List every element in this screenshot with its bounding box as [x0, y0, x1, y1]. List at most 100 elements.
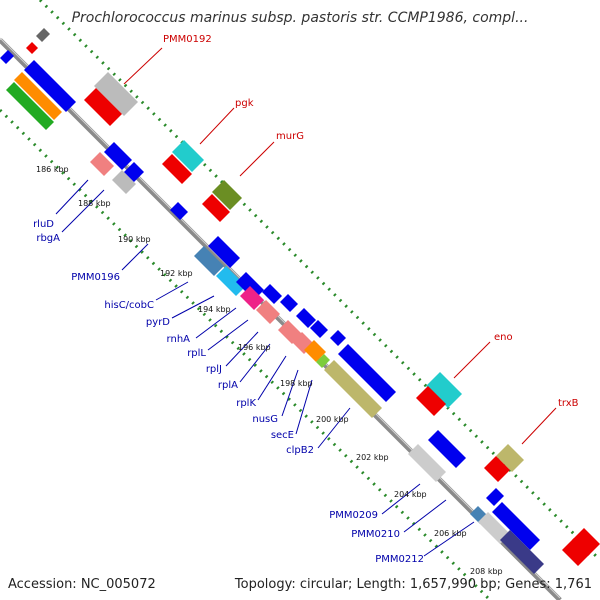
- gene-feature[interactable]: [316, 354, 330, 368]
- gene-feature[interactable]: [500, 530, 544, 574]
- gene-feature[interactable]: [478, 512, 510, 544]
- genome-title: Prochlorococcus marinus subsp. pastoris …: [71, 10, 529, 26]
- accession-label: Accession: NC_005072: [8, 577, 156, 592]
- gene-feature[interactable]: [240, 286, 264, 310]
- gene-label[interactable]: pyrD: [146, 317, 170, 328]
- gene-feature[interactable]: [484, 456, 510, 482]
- gene-feature[interactable]: [496, 444, 524, 472]
- connector-line: [199, 107, 235, 145]
- connector-line: [123, 47, 163, 85]
- gene-feature[interactable]: [0, 50, 14, 64]
- gene-label[interactable]: PMM0212: [375, 554, 424, 565]
- connector-line: [239, 343, 271, 383]
- gene-feature[interactable]: [104, 142, 132, 170]
- connector-line: [239, 141, 275, 177]
- connector-line: [257, 355, 287, 401]
- gene-feature[interactable]: [24, 60, 76, 112]
- gene-label[interactable]: rnhA: [167, 334, 191, 345]
- gene-label[interactable]: eno: [494, 332, 513, 343]
- connector-line: [295, 379, 313, 435]
- gene-label[interactable]: rplJ: [206, 364, 222, 375]
- gene-feature[interactable]: [194, 246, 224, 276]
- gene-feature[interactable]: [216, 266, 246, 296]
- gene-feature[interactable]: [212, 180, 242, 210]
- gene-feature[interactable]: [426, 372, 462, 408]
- tick-label: 204 kbp: [394, 490, 427, 499]
- gene-label[interactable]: rbgA: [36, 233, 60, 244]
- gene-feature[interactable]: [170, 202, 188, 220]
- tick-label: 202 kbp: [356, 453, 389, 462]
- connector-line: [423, 521, 475, 557]
- bottom-label-connectors: [55, 179, 475, 557]
- gene-label[interactable]: PMM0192: [163, 34, 212, 45]
- gene-feature[interactable]: [310, 320, 328, 338]
- gene-label[interactable]: pgk: [235, 98, 254, 109]
- gene-label[interactable]: PMM0210: [351, 529, 400, 540]
- gene-feature[interactable]: [408, 444, 446, 482]
- connector-line: [521, 407, 557, 445]
- gene-label[interactable]: clpB2: [286, 445, 314, 456]
- gene-feature[interactable]: [124, 162, 144, 182]
- gene-feature[interactable]: [562, 538, 590, 566]
- connector-line: [195, 307, 237, 339]
- gene-feature[interactable]: [338, 344, 396, 402]
- gene-feature[interactable]: [208, 236, 240, 268]
- tick-label: 206 kbp: [434, 529, 467, 538]
- tick-label: 198 kbp: [280, 379, 313, 388]
- genome-backbone: [0, 38, 562, 600]
- gene-feature[interactable]: [162, 154, 192, 184]
- gene-feature[interactable]: [172, 140, 204, 172]
- connector-line: [121, 243, 149, 271]
- tick-label: 192 kbp: [160, 269, 193, 278]
- gene-feature[interactable]: [304, 340, 326, 362]
- connector-line: [317, 407, 351, 449]
- gene-label[interactable]: rplL: [187, 348, 206, 359]
- gene-feature[interactable]: [36, 28, 50, 42]
- gene-label[interactable]: hisC/cobC: [104, 300, 154, 311]
- gene-label[interactable]: PMM0196: [71, 272, 120, 283]
- tick-label: 186 kbp: [36, 165, 69, 174]
- gene-label[interactable]: nusG: [252, 414, 278, 425]
- gene-feature[interactable]: [416, 386, 446, 416]
- gene-label[interactable]: secE: [271, 430, 294, 441]
- gene-feature[interactable]: [428, 430, 466, 468]
- connector-line: [453, 341, 491, 379]
- genome-summary: Topology: circular; Length: 1,657,990 bp…: [234, 577, 592, 592]
- gene-label[interactable]: murG: [276, 131, 304, 142]
- gene-feature[interactable]: [90, 152, 114, 176]
- gene-feature[interactable]: [94, 72, 138, 116]
- gene-feature[interactable]: [112, 170, 136, 194]
- connector-line: [403, 499, 447, 533]
- gene-feature[interactable]: [14, 72, 62, 120]
- connector-line: [55, 179, 89, 215]
- gene-feature[interactable]: [262, 284, 282, 304]
- tick-label: 188 kbp: [78, 199, 111, 208]
- gene-label[interactable]: trxB: [558, 398, 579, 409]
- tick-label: 194 kbp: [198, 305, 231, 314]
- gene-feature[interactable]: [330, 330, 346, 346]
- gene-feature[interactable]: [280, 294, 298, 312]
- gene-feature[interactable]: [6, 82, 54, 130]
- gene-label[interactable]: rplK: [236, 398, 256, 409]
- connector-line: [381, 483, 421, 515]
- tick-label: 196 kbp: [238, 343, 271, 352]
- connector-line: [171, 295, 215, 319]
- gene-feature[interactable]: [492, 502, 540, 550]
- gene-feature[interactable]: [256, 300, 280, 324]
- forward-features: [26, 28, 600, 566]
- gene-feature[interactable]: [202, 194, 230, 222]
- gene-feature[interactable]: [26, 42, 38, 54]
- gene-feature[interactable]: [572, 528, 600, 556]
- gene-label[interactable]: rplA: [218, 380, 238, 391]
- gene-feature[interactable]: [296, 308, 316, 328]
- connector-line: [61, 189, 105, 233]
- connector-line: [281, 369, 299, 417]
- gene-feature[interactable]: [84, 88, 122, 126]
- top-label-connectors: [123, 47, 557, 445]
- genome-backbone-highlight: [0, 37, 561, 599]
- gene-feature[interactable]: [486, 488, 504, 506]
- gene-label[interactable]: PMM0209: [329, 510, 378, 521]
- gene-label[interactable]: rluD: [33, 219, 54, 230]
- gene-feature[interactable]: [324, 360, 382, 418]
